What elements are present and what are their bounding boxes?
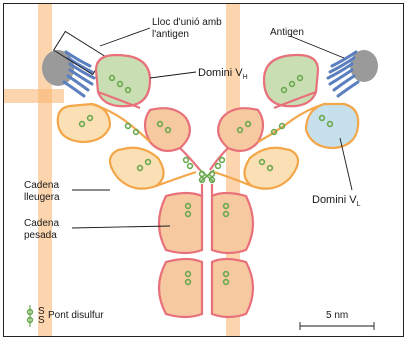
cl-domain-left (110, 148, 164, 189)
antigen-label: Antigen (270, 27, 304, 38)
ch1-domain-right (218, 108, 263, 151)
fc-stem (159, 184, 253, 317)
cl-domain-right (244, 148, 298, 189)
light-chain-label: Cadena (24, 180, 59, 191)
antigen-right (328, 50, 378, 96)
scale-label: 5 nm (326, 310, 348, 321)
binding-site-label: Lloc d'unió amb (152, 17, 222, 28)
disulfide-s2: S (38, 315, 45, 326)
vh-domain-left (96, 55, 150, 106)
heavy-chain-label-2: pesada (24, 230, 57, 241)
ch1-domain-left (145, 108, 190, 151)
vl-domain-label: Domini VL (312, 194, 361, 208)
vh-domain-right (264, 55, 318, 106)
antigen-left (42, 31, 104, 96)
light-chain-label-2: lleugera (24, 192, 60, 203)
vh-domain-label: Domini VH (198, 67, 248, 81)
disulfide-legend-icon (28, 305, 33, 327)
disulfide-legend-label: Pont disulfur (48, 310, 104, 321)
heavy-chain-label: Cadena (24, 218, 59, 229)
hinge-region (200, 170, 215, 182)
binding-site-label-2: l'antigen (152, 29, 189, 40)
